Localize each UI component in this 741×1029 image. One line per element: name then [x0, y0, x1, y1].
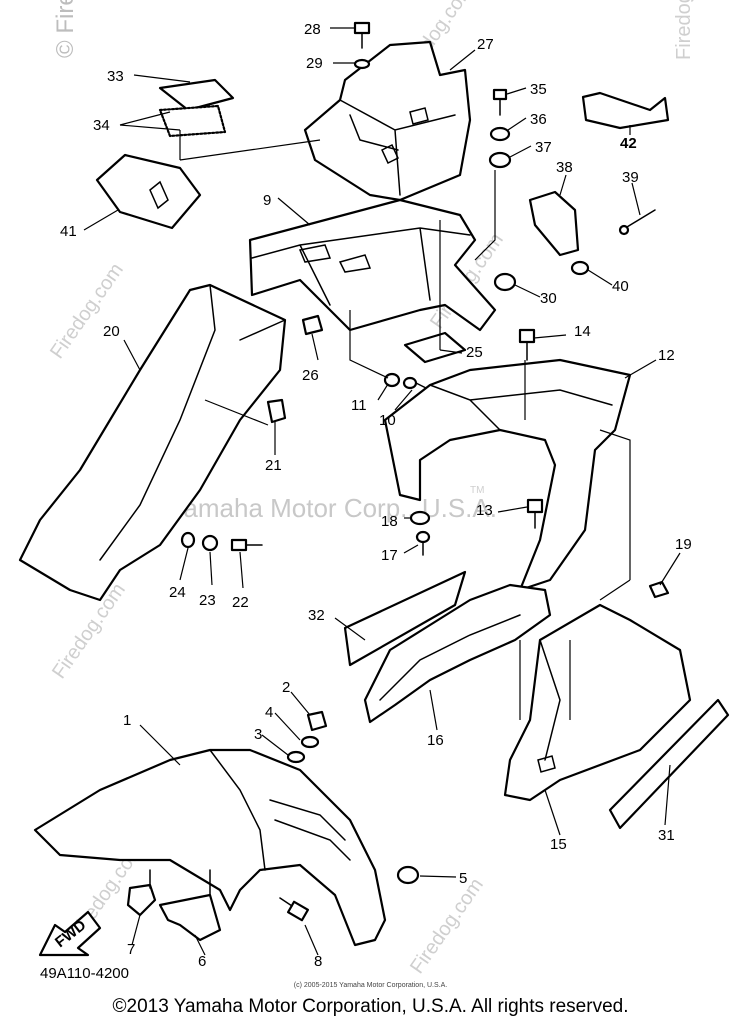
callout-5: 5	[459, 870, 467, 887]
part-26-clip	[301, 314, 324, 336]
callout-1: 1	[123, 712, 131, 729]
part-11-washer	[383, 372, 401, 388]
part-29-washer	[353, 58, 371, 70]
part-7-bracket	[126, 883, 157, 917]
callout-labels: 28 29 27 33 34 35 36 37 42 38 39 41 9 40…	[60, 21, 692, 970]
part-36-grommet	[489, 126, 511, 142]
part-14-bolt	[518, 328, 536, 361]
callout-23: 23	[199, 592, 216, 609]
fwd-arrow: FWD	[38, 910, 102, 957]
callout-3: 3	[254, 726, 262, 743]
part-28-bolt	[353, 21, 371, 49]
callout-14: 14	[574, 323, 591, 340]
callout-12: 12	[658, 347, 675, 364]
part-21-damper	[266, 398, 287, 424]
callout-33: 33	[107, 68, 124, 85]
part-38-stay	[528, 190, 580, 257]
watermark-site-5: Firedog.com	[406, 874, 488, 978]
part-23-collar	[201, 534, 219, 552]
part-9-rear-frame	[248, 198, 497, 332]
part-35-bolt	[492, 88, 508, 116]
part-6-bracket	[158, 893, 222, 942]
callout-4: 4	[265, 704, 273, 721]
callout-24: 24	[169, 584, 186, 601]
callout-29: 29	[306, 55, 323, 72]
callout-leaders	[83, 27, 681, 956]
callout-35: 35	[530, 81, 547, 98]
part-32-emblem	[343, 570, 467, 667]
callout-28: 28	[304, 21, 321, 38]
part-41-cover	[95, 153, 202, 230]
callout-9: 9	[263, 192, 271, 209]
callout-19: 19	[675, 536, 692, 553]
small-copyright: (c) 2005-2015 Yamaha Motor Corporation, …	[293, 982, 448, 989]
part-15-side-cover	[503, 603, 692, 802]
callout-36: 36	[530, 111, 547, 128]
callout-20: 20	[103, 323, 120, 340]
part-4-washer	[300, 735, 320, 749]
callout-10: 10	[379, 412, 396, 429]
watermark-tm: TM	[470, 485, 484, 496]
part-39-screw	[618, 209, 656, 236]
callout-2: 2	[282, 679, 290, 696]
callout-25: 25	[466, 344, 483, 361]
callout-27: 27	[477, 36, 494, 53]
part-30-damper	[493, 272, 517, 292]
part-34-band	[158, 104, 227, 138]
callout-18: 18	[381, 513, 398, 530]
callout-40: 40	[612, 278, 629, 295]
callout-30: 30	[540, 290, 557, 307]
part-16-side-cover	[363, 583, 552, 724]
part-22-bolt	[230, 538, 263, 552]
callout-7: 7	[127, 941, 135, 958]
callout-11: 11	[351, 397, 367, 414]
callout-37: 37	[535, 139, 552, 156]
callout-41: 41	[60, 223, 77, 240]
part-37-collar	[488, 151, 512, 169]
callout-8: 8	[314, 953, 322, 970]
callout-17: 17	[381, 547, 398, 564]
part-42-bracket	[581, 91, 670, 130]
part-33-pad	[158, 78, 235, 112]
part-27-battery-box	[303, 40, 472, 202]
diagram-code: 49A110-4200	[40, 965, 129, 982]
part-20-rear-fender-inner	[18, 283, 287, 602]
part-17-screw	[415, 530, 431, 556]
callout-26: 26	[302, 367, 319, 384]
part-3-washer	[286, 750, 306, 764]
callout-42: 42	[620, 135, 637, 152]
part-5-collar	[396, 865, 420, 885]
part-40-nut	[570, 260, 590, 276]
assembly-lines	[179, 130, 631, 720]
callout-32: 32	[308, 607, 325, 624]
callout-22: 22	[232, 594, 249, 611]
part-31-emblem	[608, 698, 730, 830]
part-12-grab-bar	[383, 358, 632, 592]
part-1-front-fender	[33, 748, 387, 947]
callout-13: 13	[476, 502, 493, 519]
callout-34: 34	[93, 117, 110, 134]
callout-6: 6	[198, 953, 206, 970]
callout-15: 15	[550, 836, 567, 853]
watermark-center: Yamaha Motor Corp., U.S.A.	[168, 493, 497, 523]
part-19-nut	[648, 580, 670, 599]
callout-38: 38	[556, 159, 573, 176]
callout-31: 31	[658, 827, 675, 844]
part-18-collar	[409, 510, 431, 526]
part-24-washer	[180, 531, 196, 549]
part-8-bolt	[279, 897, 310, 922]
part-25-plate	[403, 331, 467, 364]
callout-39: 39	[622, 169, 639, 186]
footer-copyright: ©2013 Yamaha Motor Corporation, U.S.A. A…	[112, 996, 629, 1017]
callout-21: 21	[265, 457, 282, 474]
callout-16: 16	[427, 732, 444, 749]
watermark-site-7: Firedog.com	[673, 0, 695, 60]
part-2-nut	[306, 710, 328, 732]
part-13-bolt	[526, 498, 544, 529]
watermark-site-1: Firedog.com	[46, 259, 128, 363]
